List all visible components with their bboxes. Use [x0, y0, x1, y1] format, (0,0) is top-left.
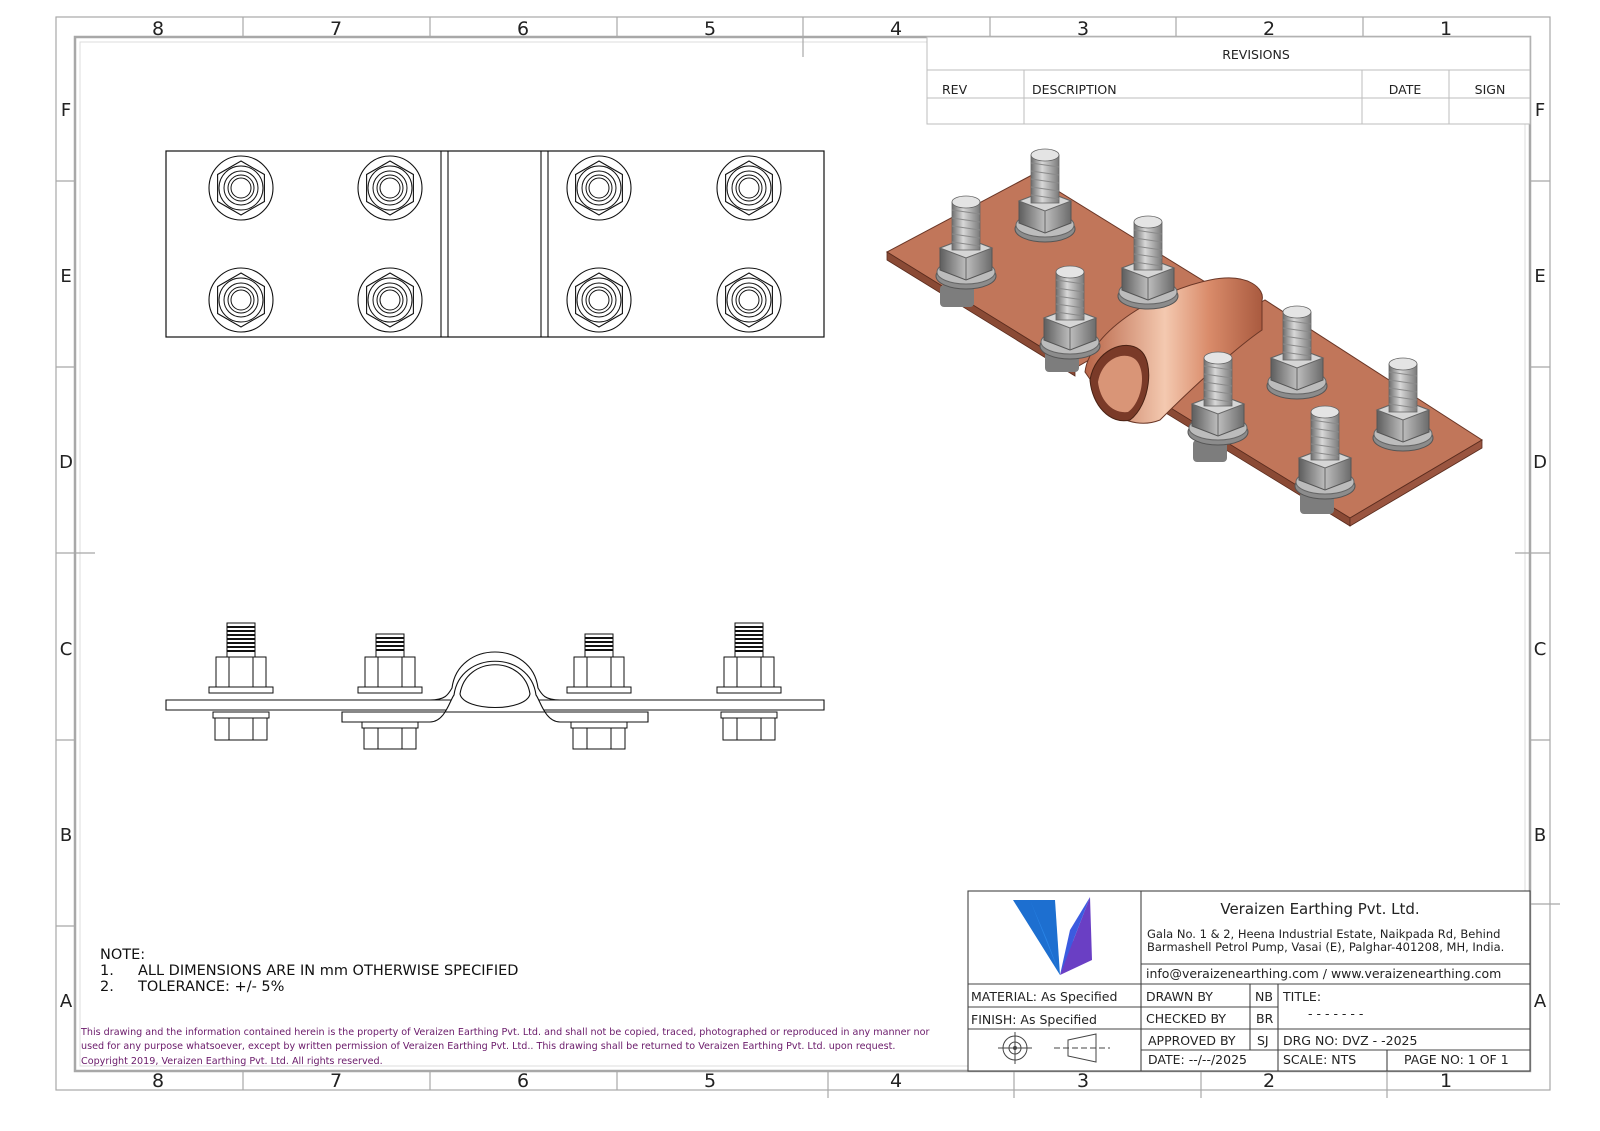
zone-top-8: 8 — [152, 18, 164, 40]
zone-bottom-4: 4 — [890, 1070, 902, 1092]
top-view-nut — [357, 155, 423, 221]
top-view-nut — [566, 155, 632, 221]
drawing-number: DRG NO: DVZ - -2025 — [1283, 1033, 1417, 1048]
title-label: TITLE: — [1282, 989, 1321, 1004]
zone-top-6: 6 — [517, 18, 529, 40]
material-label: MATERIAL: As Specified — [971, 989, 1117, 1004]
zone-right-A: A — [1534, 991, 1547, 1012]
revisions-title: REVISIONS — [1222, 47, 1290, 62]
isometric-view — [885, 148, 1483, 527]
top-view-nut — [716, 267, 782, 333]
front-bolt — [566, 633, 632, 750]
note-item: 2. TOLERANCE: +/- 5% — [100, 979, 518, 995]
zone-left-E: E — [60, 266, 71, 287]
first-angle-projection-symbol — [998, 1032, 1110, 1064]
zone-bottom-6: 6 — [517, 1070, 529, 1092]
zone-top-1: 1 — [1440, 18, 1452, 40]
top-view-nut — [208, 267, 274, 333]
company-address-line1: Gala No. 1 & 2, Heena Industrial Estate,… — [1147, 927, 1500, 941]
rev-header-date: DATE — [1389, 82, 1422, 97]
zone-bottom-3: 3 — [1077, 1070, 1089, 1092]
top-view — [165, 150, 825, 338]
drawing-date: DATE: --/--/2025 — [1148, 1052, 1247, 1067]
front-bolt — [716, 622, 782, 741]
title-value: - - - - - - - — [1308, 1006, 1363, 1021]
zone-top-7: 7 — [330, 18, 342, 40]
zone-bottom-8: 8 — [152, 1070, 164, 1092]
front-view-bolts — [208, 622, 782, 750]
zone-right-F: F — [1535, 100, 1545, 121]
rev-header-rev: REV — [942, 82, 968, 97]
zone-bottom-1: 1 — [1440, 1070, 1452, 1092]
top-view-nut — [716, 155, 782, 221]
rev-header-sign: SIGN — [1475, 82, 1506, 97]
revisions-table: REVISIONS REV DESCRIPTION DATE SIGN — [926, 36, 1531, 125]
approved-by-value: SJ — [1257, 1033, 1269, 1048]
note-item: 1. ALL DIMENSIONS ARE IN mm OTHERWISE SP… — [100, 963, 518, 979]
title-block — [967, 890, 1531, 1072]
rev-header-description: DESCRIPTION — [1032, 82, 1117, 97]
notes-block: NOTE: 1. ALL DIMENSIONS ARE IN mm OTHERW… — [100, 947, 518, 995]
zone-right-C: C — [1534, 639, 1547, 660]
drawn-by-label: DRAWN BY — [1146, 989, 1213, 1004]
front-bolt — [208, 622, 274, 741]
zone-right-E: E — [1534, 266, 1545, 287]
top-view-nut — [357, 267, 423, 333]
top-view-nut — [208, 155, 274, 221]
company-name: Veraizen Earthing Pvt. Ltd. — [1220, 900, 1419, 918]
zone-left-C: C — [60, 639, 73, 660]
zone-right-D: D — [1533, 452, 1547, 473]
zone-top-2: 2 — [1263, 18, 1275, 40]
drawing-scale: SCALE: NTS — [1283, 1052, 1356, 1067]
zone-left-D: D — [59, 452, 73, 473]
zone-left-A: A — [60, 991, 73, 1012]
front-view — [165, 651, 825, 723]
zone-bottom-5: 5 — [704, 1070, 716, 1092]
note-text: ALL DIMENSIONS ARE IN mm OTHERWISE SPECI… — [138, 963, 519, 979]
zone-top-3: 3 — [1077, 18, 1089, 40]
note-text: TOLERANCE: +/- 5% — [138, 979, 285, 995]
notes-heading: NOTE: — [100, 947, 146, 963]
veraizen-logo — [1013, 897, 1092, 975]
checked-by-value: BR — [1256, 1011, 1274, 1026]
note-number: 2. — [100, 979, 114, 995]
finish-label: FINISH: As Specified — [971, 1012, 1097, 1027]
zone-left-B: B — [60, 825, 72, 846]
checked-by-label: CHECKED BY — [1146, 1011, 1226, 1026]
copyright-notice: This drawing and the information contain… — [81, 1027, 930, 1067]
top-view-nut — [566, 267, 632, 333]
zone-right-B: B — [1534, 825, 1546, 846]
zone-left-F: F — [61, 100, 71, 121]
company-contact: info@veraizenearthing.com / www.veraizen… — [1146, 966, 1501, 981]
zone-bottom-7: 7 — [330, 1070, 342, 1092]
page-number: PAGE NO: 1 OF 1 — [1404, 1052, 1509, 1067]
zone-ticks — [56, 17, 1560, 1098]
drawn-by-value: NB — [1255, 989, 1273, 1004]
top-view-plate — [165, 150, 825, 338]
front-bolt — [357, 633, 423, 750]
zone-bottom-2: 2 — [1263, 1070, 1275, 1092]
approved-by-label: APPROVED BY — [1148, 1033, 1236, 1048]
company-address-line2: Barmashell Petrol Pump, Vasai (E), Palgh… — [1147, 940, 1504, 954]
note-number: 1. — [100, 963, 114, 979]
zone-top-4: 4 — [890, 18, 902, 40]
zone-top-5: 5 — [704, 18, 716, 40]
